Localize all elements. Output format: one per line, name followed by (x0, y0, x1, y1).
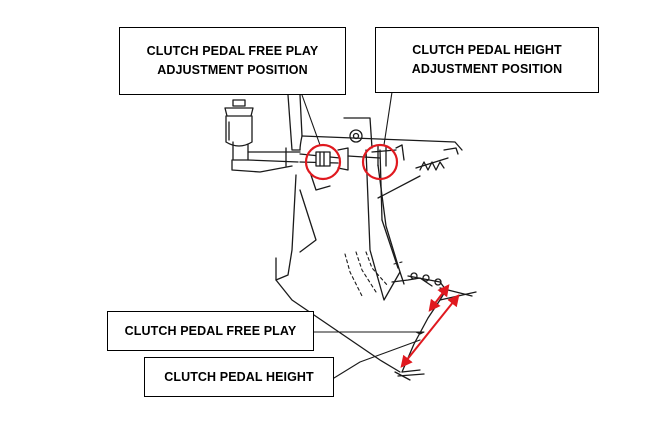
master-cylinder-reservoir (224, 99, 301, 173)
stop-bolt-spring (371, 144, 459, 199)
free-play-label: CLUTCH PEDAL FREE PLAY (107, 311, 314, 351)
leader-lines (301, 91, 425, 379)
leader-height (333, 339, 421, 379)
pedal-arm (365, 149, 433, 301)
label-text: CLUTCH PEDAL HEIGHT (164, 369, 314, 384)
label-line-2: ADJUSTMENT POSITION (411, 62, 563, 76)
height-label: CLUTCH PEDAL HEIGHT (144, 357, 334, 397)
pedal-phantom-positions (344, 251, 403, 297)
free-play-adjustment-circle (304, 143, 342, 181)
leader-height-position (383, 91, 393, 146)
label-text: CLUTCH PEDAL FREE PLAY (124, 323, 297, 338)
free-play-dimension-arrow (428, 284, 450, 312)
height-dimension-arrow (400, 294, 460, 368)
pedal-bracket (275, 94, 463, 373)
height-adjustment-position-label: CLUTCH PEDAL HEIGHT ADJUSTMENT POSITION (375, 27, 599, 93)
leader-free-play-position (301, 94, 321, 146)
free-play-adjustment-position-label: CLUTCH PEDAL FREE PLAY ADJUSTMENT POSITI… (119, 27, 346, 95)
label-line-1: CLUTCH PEDAL HEIGHT (412, 43, 562, 57)
label-line-2: ADJUSTMENT POSITION (157, 63, 308, 77)
label-line-1: CLUTCH PEDAL FREE PLAY (146, 44, 319, 58)
height-adjustment-circle (361, 143, 399, 181)
